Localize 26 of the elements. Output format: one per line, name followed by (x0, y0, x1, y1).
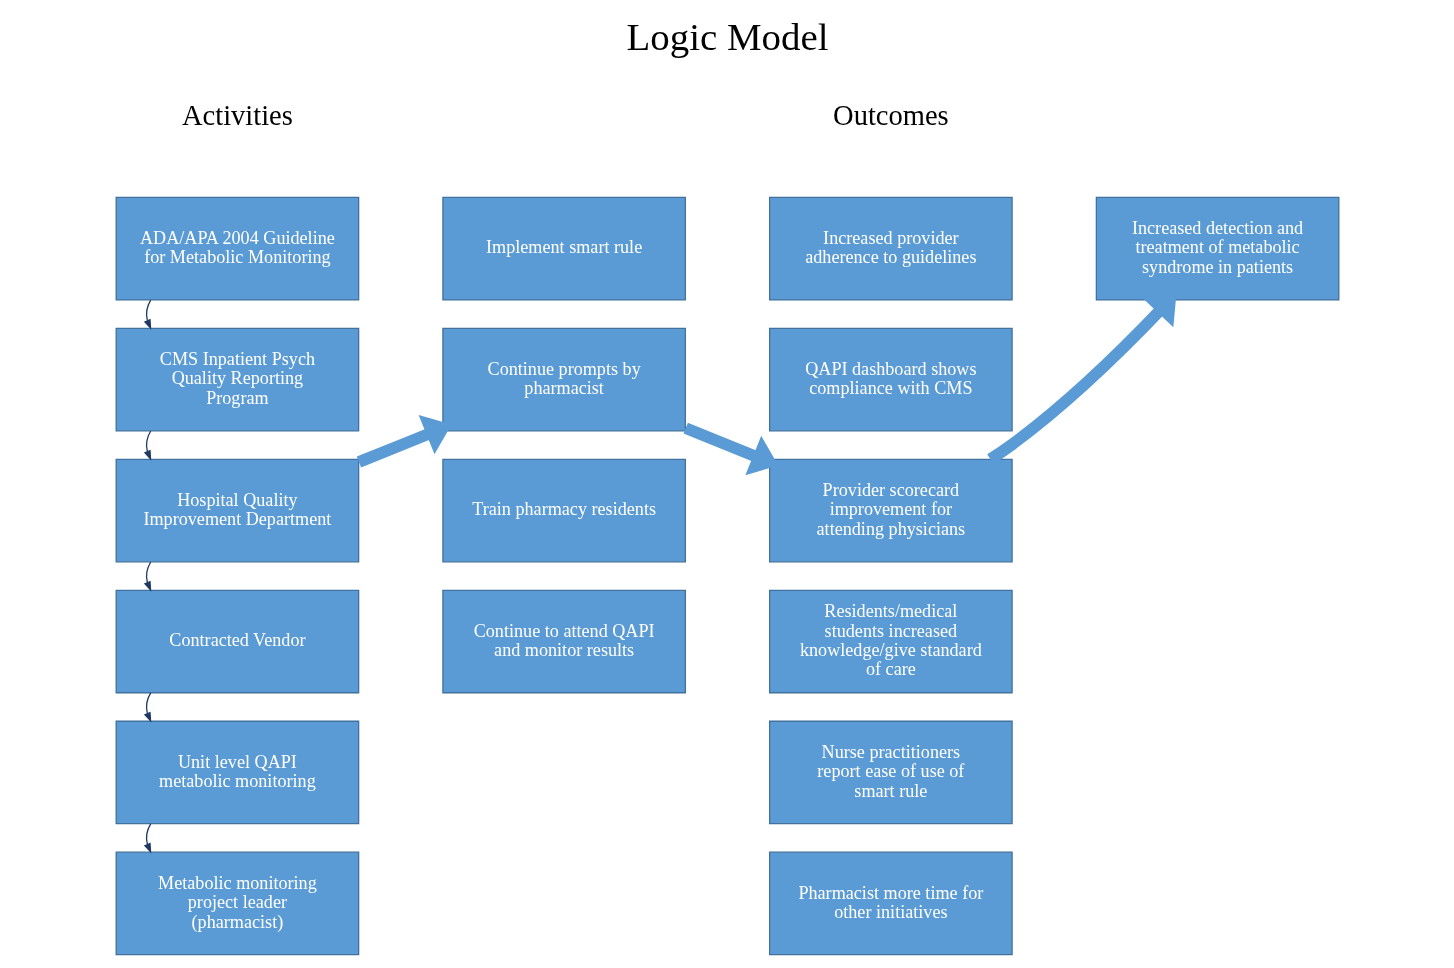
node-box: Continue to attend QAPI and monitor results (441, 589, 686, 694)
node-box: Unit level QAPI metabolic monitoring (115, 720, 359, 825)
node-box: Hospital Quality Improvement Department (115, 458, 359, 563)
node-box: Increased provider adherence to guidelines (768, 196, 1013, 301)
node-box: Provider scorecard improvement for attending physicians (768, 458, 1013, 563)
node-box: Increased detection and treatment of metabolic syndrome in patients (1095, 196, 1339, 301)
node-box: Nurse practitioners report ease of use of smart rule (768, 720, 1013, 825)
arrow (143, 823, 151, 854)
node-box: Residents/medical students increased knowledge/give standard of care (768, 589, 1013, 694)
arrow (143, 430, 151, 461)
node-box: Pharmacist more time for other initiatives (768, 851, 1013, 956)
arrow (143, 692, 151, 723)
node-box: CMS Inpatient Psych Quality Reporting Program (115, 327, 359, 432)
node-box: Contracted Vendor (115, 589, 359, 694)
arrow (683, 422, 778, 476)
label: Outcomes (832, 99, 949, 131)
arrow (143, 299, 151, 330)
diagram-title: Logic Model (626, 14, 828, 58)
node-box: ADA/APA 2004 Guideline for Metabolic Monitoring (115, 196, 359, 301)
node-box: Continue prompts by pharmacist (441, 327, 686, 432)
node-box: Metabolic monitoring project leader (pharmacist) (115, 851, 359, 956)
arrow (143, 561, 151, 592)
node-box: Train pharmacy residents (441, 458, 686, 563)
label: Activities (181, 99, 293, 131)
node-box: Implement smart rule (441, 196, 686, 301)
node-box: QAPI dashboard shows compliance with CMS (768, 327, 1013, 432)
